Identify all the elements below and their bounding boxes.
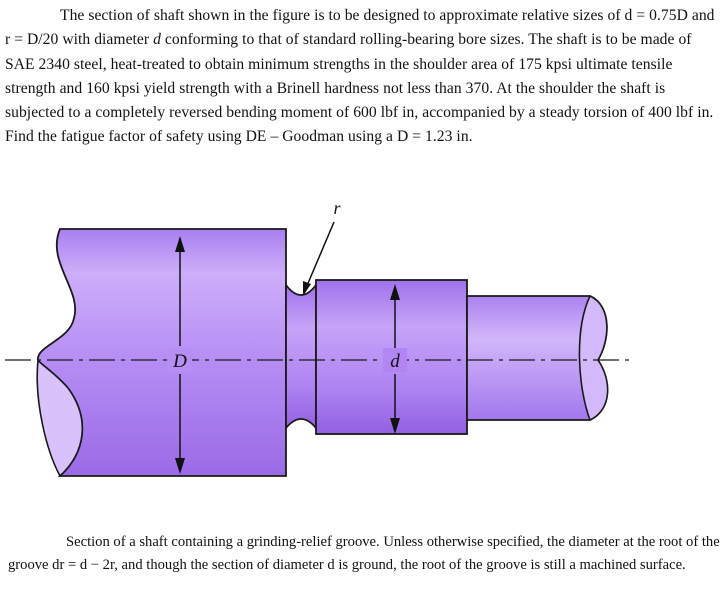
small-break-end: [578, 294, 609, 422]
fillet-leader: [305, 221, 335, 289]
label-D: D: [172, 351, 187, 372]
D-dimension: [168, 236, 192, 474]
large-break-end: [36, 357, 84, 478]
d-dimension: [383, 284, 407, 434]
shaft-figure: D d r: [5, 198, 630, 478]
figure-caption: Section of a shaft containing a grinding…: [8, 534, 720, 573]
label-r: r: [333, 198, 341, 218]
problem-statement: The section of shaft shown in the figure…: [5, 4, 717, 150]
diameter-variable: d: [153, 31, 161, 49]
problem-text-part1: The section of shaft shown in the figure…: [5, 7, 715, 49]
fillet-leader-arrowhead: [303, 281, 311, 296]
problem-text-part2: conforming to that of standard rolling-b…: [5, 31, 714, 146]
label-d: d: [390, 351, 400, 372]
groove-neck: [285, 282, 317, 431]
